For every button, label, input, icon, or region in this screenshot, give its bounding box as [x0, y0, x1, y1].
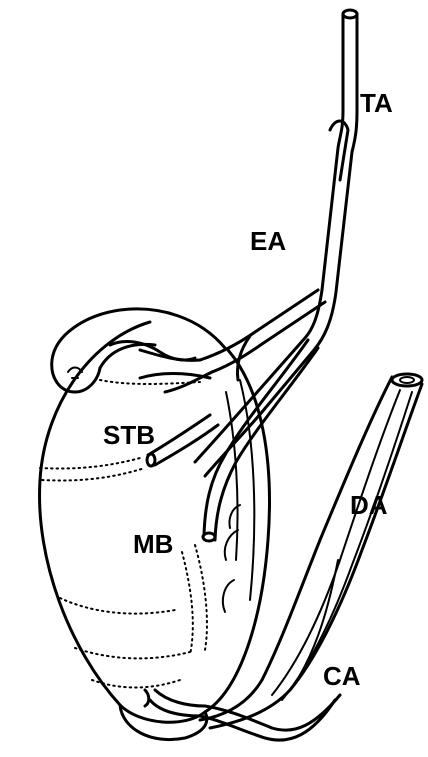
middle-branch — [203, 340, 318, 612]
cremasteric-artery — [145, 690, 340, 740]
label-ca: CA — [323, 661, 361, 691]
label-ea: EA — [250, 226, 286, 256]
deferential-artery — [200, 374, 422, 728]
label-da: DA — [350, 490, 388, 520]
label-mb: MB — [133, 529, 173, 559]
label-stb: STB — [103, 420, 155, 450]
label-ta: TA — [360, 88, 393, 118]
